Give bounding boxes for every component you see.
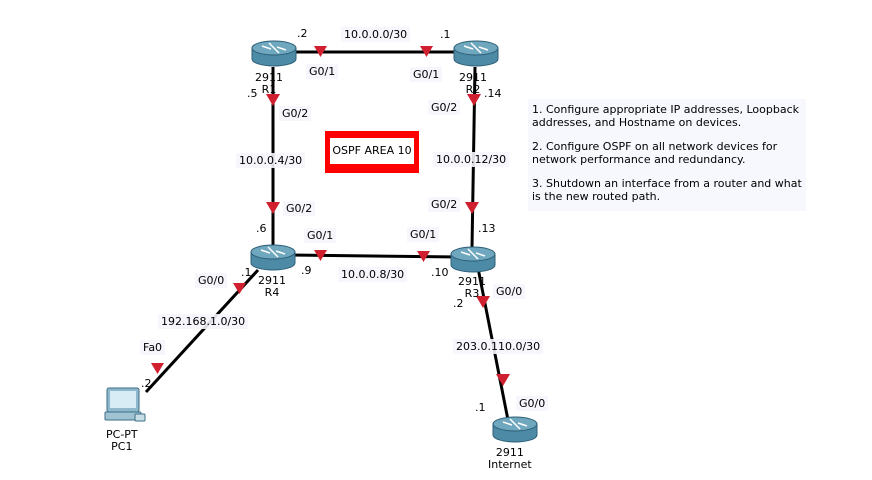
instructions-note: 1. Configure appropriate IP addresses, L…: [528, 99, 806, 211]
port-marker: [151, 363, 164, 374]
port-marker: [266, 202, 280, 214]
network-label: 10.0.0.4/30: [236, 153, 306, 168]
port-marker: [314, 46, 327, 57]
network-label: 10.0.0.0/30: [341, 27, 411, 42]
pc-model: PC-PT: [106, 428, 138, 441]
router-r2[interactable]: 2911 R2: [459, 72, 487, 96]
interface-label: G0/1: [306, 64, 339, 79]
ospf-area-label: OSPF AREA 10: [330, 138, 414, 164]
port-marker: [420, 46, 433, 57]
pc-name: PC1: [111, 440, 133, 453]
ip-label: .2: [453, 297, 464, 310]
port-marker: [266, 94, 280, 106]
ospf-area-box: OSPF AREA 10: [325, 131, 419, 173]
interface-label: G0/2: [428, 100, 461, 115]
router-name: R4: [264, 286, 280, 299]
interface-label: G0/1: [407, 227, 440, 242]
port-marker: [314, 250, 327, 261]
router-internet[interactable]: 2911 Internet: [488, 447, 532, 471]
router-name: R1: [261, 83, 277, 96]
router-name: Internet: [488, 458, 532, 471]
interface-label: G0/1: [410, 67, 443, 82]
router-r3[interactable]: 2911 R3: [458, 276, 486, 300]
router-r1[interactable]: 2911 R1: [255, 72, 283, 96]
ip-label: .10: [431, 266, 449, 279]
instruction-1: 1. Configure appropriate IP addresses, L…: [532, 103, 799, 129]
ip-label: .13: [478, 222, 496, 235]
ip-label: .9: [301, 264, 312, 277]
port-marker: [476, 296, 490, 308]
port-marker: [417, 251, 430, 262]
interface-label: G0/1: [304, 228, 337, 243]
network-label: 10.0.0.8/30: [338, 267, 408, 282]
link-r4-r3: [289, 253, 461, 259]
router-r4[interactable]: 2911 R4: [258, 275, 286, 299]
network-label: 10.0.0.12/30: [433, 152, 510, 167]
pc-pc1[interactable]: PC-PT PC1: [106, 429, 138, 453]
router-model: 2911: [258, 274, 286, 287]
router-model: 2911: [255, 71, 283, 84]
router-r2-icon: [453, 40, 499, 67]
instruction-2: 2. Configure OSPF on all network devices…: [532, 140, 778, 166]
port-marker: [496, 374, 510, 386]
router-r4-icon: [250, 244, 296, 271]
pc-icon: [104, 387, 146, 422]
router-name: R3: [464, 287, 480, 300]
interface-label: Fa0: [140, 340, 166, 355]
ip-label: .6: [256, 222, 267, 235]
router-model: 2911: [495, 446, 524, 459]
interface-label: G0/2: [283, 201, 316, 216]
router-r3-icon: [450, 246, 496, 273]
instruction-3: 3. Shutdown an interface from a router a…: [532, 177, 802, 203]
router-model: 2911: [459, 71, 487, 84]
ip-label: .1: [475, 401, 486, 414]
ip-label: .1: [241, 266, 252, 279]
interface-label: G0/0: [493, 284, 526, 299]
ip-label: .2: [297, 27, 308, 40]
router-r1-icon: [251, 40, 297, 67]
ip-label: .1: [440, 28, 451, 41]
router-model: 2911: [458, 275, 486, 288]
interface-label: G0/2: [279, 106, 312, 121]
port-marker: [465, 202, 479, 214]
ip-label: .14: [484, 87, 502, 100]
router-internet-icon: [492, 416, 538, 443]
network-label: 203.0.110.0/30: [453, 339, 544, 354]
network-label: 192.168.1.0/30: [158, 314, 249, 329]
interface-label: G0/0: [195, 273, 228, 288]
interface-label: G0/2: [428, 197, 461, 212]
router-name: R2: [465, 83, 481, 96]
ip-label: .2: [141, 377, 152, 390]
port-marker: [467, 94, 481, 106]
port-marker: [233, 283, 246, 294]
interface-label: G0/0: [516, 396, 549, 411]
ip-label: .5: [247, 87, 258, 100]
